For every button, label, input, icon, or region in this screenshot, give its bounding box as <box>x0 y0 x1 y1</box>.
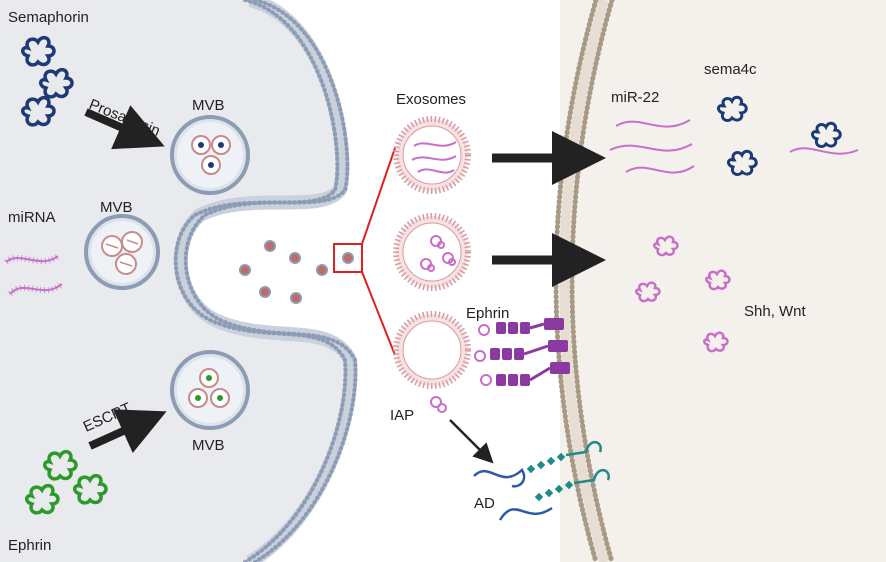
ephrin-green-icon <box>25 449 108 515</box>
exosome-mirna <box>393 116 471 194</box>
iap-label: IAP <box>390 407 414 424</box>
sema4c-label: sema4c <box>704 61 757 78</box>
left-membrane-band <box>173 0 358 562</box>
exosome-ephrin <box>393 311 471 389</box>
pocket-exosomes <box>239 240 354 304</box>
mvb-mid <box>84 214 160 290</box>
ad-label: AD <box>474 495 495 512</box>
left-membrane-inner <box>173 0 348 562</box>
ephrin-bottom-label: Ephrin <box>8 537 51 554</box>
prosaposin-arrow <box>84 105 165 150</box>
left-cell <box>0 0 351 562</box>
ad-icon <box>473 468 553 521</box>
zoom-line-top <box>361 147 396 245</box>
ephrin-receptor-icon <box>474 318 570 386</box>
mvb-bottom <box>170 350 250 430</box>
sema4c-icon <box>717 95 842 176</box>
highlight-box <box>333 243 363 273</box>
shh-wnt-icon <box>635 235 731 353</box>
semaphorin-label: Semaphorin <box>8 9 89 26</box>
left-membrane-outer <box>183 0 358 562</box>
mvb-top <box>170 115 250 195</box>
iap-arrow <box>449 419 494 464</box>
mir22-icon <box>609 119 859 174</box>
semaphorin-icon <box>21 35 74 127</box>
mir22-label: miR-22 <box>611 89 659 106</box>
shh-wnt-label: Shh, Wnt <box>744 303 807 320</box>
mvb-bottom-label: MVB <box>192 437 225 454</box>
exosomes-label: Exosomes <box>396 91 466 108</box>
teal-receptor-icon <box>526 441 610 502</box>
escrt-arrow <box>88 409 167 454</box>
mirna-label: miRNA <box>8 209 56 226</box>
mvb-top-label: MVB <box>192 97 225 114</box>
mvb-mid-label: MVB <box>100 199 133 216</box>
exosome-protein <box>393 213 471 291</box>
iap-icon <box>430 396 447 413</box>
ephrin-mid-label: Ephrin <box>466 305 509 322</box>
zoom-line-bottom <box>361 271 396 356</box>
mirna-icon <box>4 253 64 297</box>
